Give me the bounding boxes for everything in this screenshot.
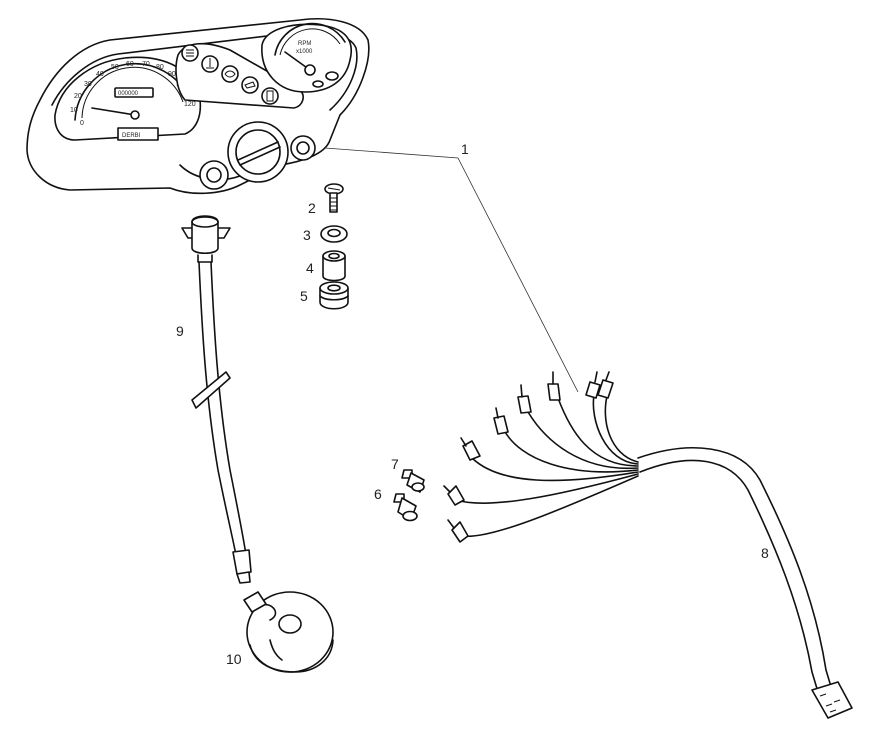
speedometer-needle [91,107,136,116]
rubber-grommet [319,281,349,310]
screw [324,183,344,213]
odometer-window [114,87,154,98]
odometer-digits: 000000 [118,91,139,97]
callout-3: 3 [303,227,311,243]
tachometer-unit-x1000: x1000 [296,49,313,55]
tachometer-face [261,23,352,93]
multi-pin-connector [811,681,853,719]
fuel-icon [261,87,279,105]
speed-tick-20: 20 [74,93,82,100]
bulb-holder-small [401,469,425,493]
wire-plug [460,437,481,461]
speed-tick-40: 40 [96,71,104,78]
instrument-cluster: 0 10 20 30 40 50 60 70 80 90 100 110 120… [26,18,370,195]
wire-plug [597,371,614,399]
oil-icon [221,65,239,83]
callout-1: 1 [461,141,469,157]
speed-tick-30: 30 [84,81,92,88]
callout-4: 4 [306,260,314,276]
brand-label: DERBI [122,133,141,139]
washer [320,225,348,243]
callout-7: 7 [391,456,399,472]
wire-plug [585,371,601,399]
speed-tick-90: 90 [168,71,176,78]
mounting-hole-right [290,135,316,161]
speedometer-drive-gear [243,591,334,673]
tachometer-indicator [325,71,339,81]
wire-plug [493,407,509,435]
callout-10: 10 [226,651,242,667]
bulb-holder-large [393,493,418,522]
speedometer-cable [181,215,252,584]
brand-plate [117,127,159,141]
callout-2: 2 [308,200,316,216]
speed-tick-10: 10 [70,107,78,114]
oil-can-icon [241,76,259,94]
speed-tick-120: 120 [184,101,196,108]
speed-tick-80: 80 [156,64,164,71]
wiring-harness [443,371,853,719]
wire-plug [517,384,532,414]
callout-8: 8 [761,545,769,561]
speed-tick-50: 50 [111,64,119,71]
tachometer-unit-rpm: RPM [298,41,311,47]
callout-5: 5 [300,288,308,304]
wire-plug [447,519,469,543]
speed-tick-0: 0 [80,120,84,127]
wire-plug [443,485,465,506]
mounting-hole-left [199,160,229,190]
speed-tick-70: 70 [142,61,150,68]
speed-tick-60: 60 [126,61,134,68]
leader-line-1 [324,147,579,393]
callout-9: 9 [176,323,184,339]
wire-plug [547,371,561,401]
mounting-socket [227,121,289,183]
spacer-bushing [322,250,346,282]
callout-6: 6 [374,486,382,502]
